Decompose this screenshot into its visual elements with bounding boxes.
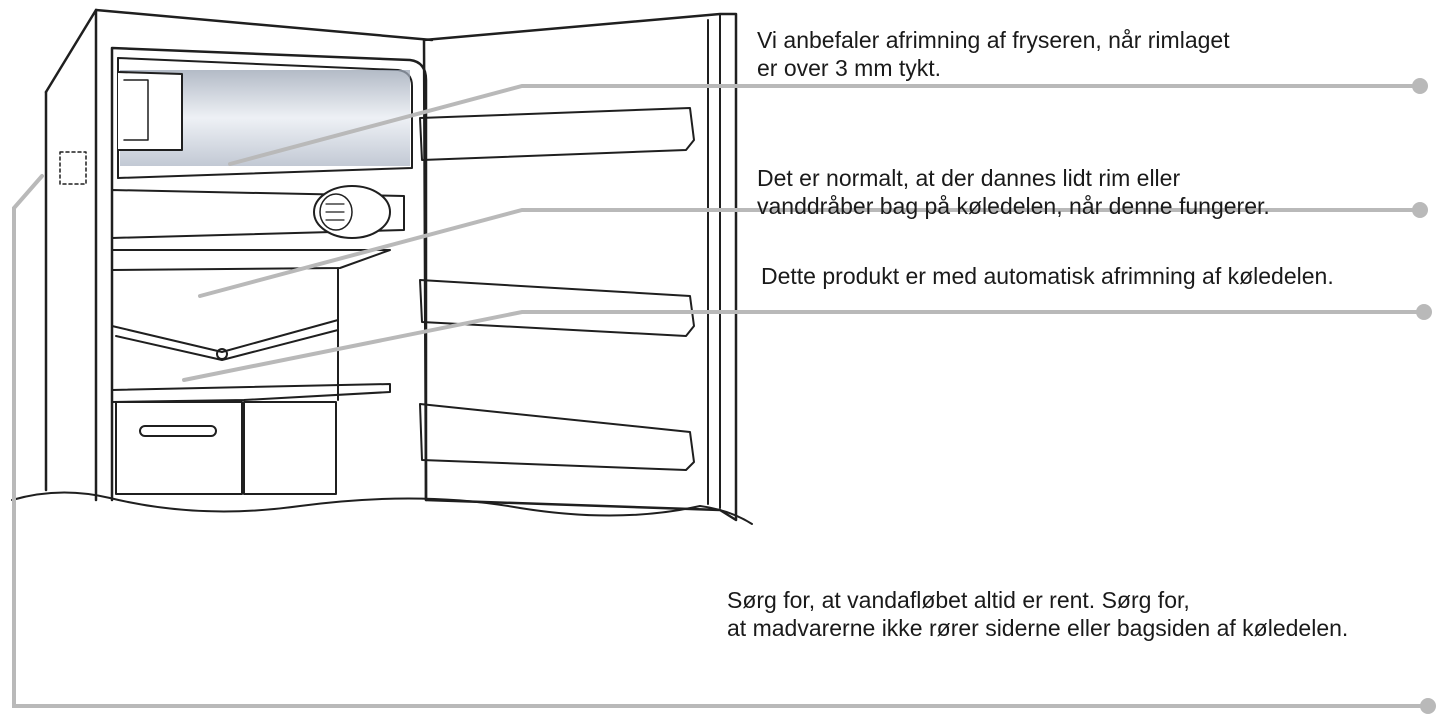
cabinet-interior [110, 46, 428, 502]
annotation-line: at madvarerne ikke rører siderne eller b… [727, 615, 1349, 641]
cabinet-side-panel [44, 8, 98, 502]
fridge-cutoff-edge [11, 491, 753, 525]
cabinet-top [94, 8, 434, 42]
bottom-shelf [111, 383, 391, 403]
door-outline [422, 12, 738, 522]
leader-dot-1 [1412, 78, 1428, 94]
door-shelf-top [419, 107, 695, 161]
annotation-line: Sørg for, at vandafløbet altid er rent. … [727, 587, 1190, 613]
annotation-line: vanddråber bag på køledelen, når denne f… [757, 193, 1270, 219]
leader-line-2 [198, 208, 1422, 298]
annotation-line: Dette produkt er med automatisk afrimnin… [761, 263, 1334, 289]
v-shelf [111, 319, 339, 353]
leader-line-1 [228, 84, 1422, 166]
leader-lines [12, 78, 1436, 714]
side-vent-icon [59, 151, 87, 185]
drip-tray [111, 189, 405, 239]
glass-shelf-top [111, 249, 391, 271]
leader-line-4 [12, 174, 1430, 708]
crisper-drawer-right [243, 401, 337, 495]
door-shelf-middle [419, 279, 695, 337]
leader-dot-3 [1416, 304, 1432, 320]
fridge-outline [11, 8, 753, 525]
annotation-line: Det er normalt, at der dannes lidt rim e… [757, 165, 1181, 191]
leader-line-3 [182, 310, 1426, 382]
leader-dot-2 [1412, 202, 1428, 218]
annotation-line: Vi anbefaler afrimning af fryseren, når … [757, 27, 1230, 53]
crisper-drawer-left [115, 401, 243, 495]
door-shelf-bottom [419, 403, 695, 471]
crisper-handle [139, 425, 217, 437]
annotation-line: er over 3 mm tykt. [757, 55, 942, 81]
annotation-auto-defrost: Dette produkt er med automatisk afrimnin… [761, 262, 1334, 290]
annotation-freezer-defrost: Vi anbefaler afrimning af fryseren, når … [757, 26, 1230, 82]
leader-dot-4 [1420, 698, 1436, 714]
annotation-frost-water-drops: Det er normalt, at der dannes lidt rim e… [757, 164, 1270, 220]
annotation-drain-clean: Sørg for, at vandafløbet altid er rent. … [727, 586, 1348, 642]
